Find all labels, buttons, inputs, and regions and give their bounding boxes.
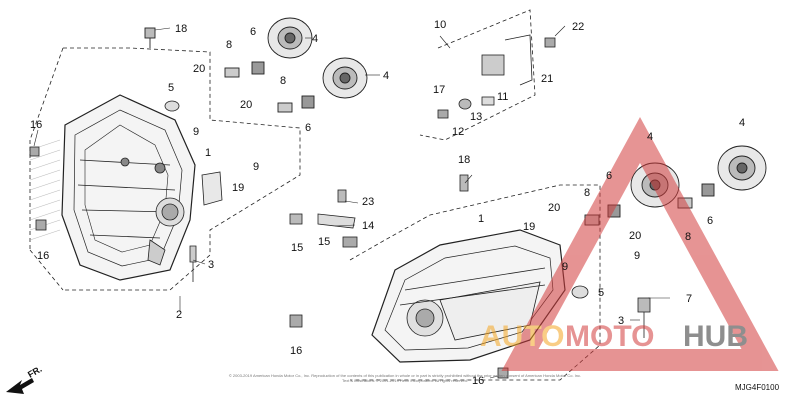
callout: 7 — [686, 293, 692, 305]
callout: 15 — [318, 236, 330, 248]
callout: 2 — [176, 309, 182, 321]
callout: 4 — [739, 117, 745, 129]
callout: 6 — [606, 170, 612, 182]
callouts: 18 20 8 6 4 4 5 9 20 8 6 16 1 19 9 15 16… — [30, 19, 745, 387]
front-arrow-icon — [6, 378, 34, 394]
callout: 19 — [523, 221, 535, 233]
callout: 18 — [458, 154, 470, 166]
leader-lines — [33, 25, 670, 379]
callout: 14 — [362, 220, 374, 232]
callout: 5 — [168, 82, 174, 94]
bulbs-left — [144, 17, 368, 113]
front-direction-indicator: FR. — [6, 364, 44, 394]
callout: 9 — [562, 261, 568, 273]
callout: 18 — [175, 23, 187, 35]
watermark-word-b: MOTO — [565, 320, 654, 353]
callout: 13 — [470, 111, 482, 123]
callout: 23 — [362, 196, 374, 208]
watermark-word-c: HUB — [683, 320, 748, 353]
diagram-code: MJG4F0100 — [735, 383, 780, 392]
callout: 11 — [497, 91, 508, 103]
callout: 6 — [707, 215, 713, 227]
callout: 8 — [685, 231, 691, 243]
callout: 6 — [250, 26, 256, 38]
callout: 21 — [541, 73, 553, 85]
callout: 8 — [280, 75, 286, 87]
callout: 9 — [253, 161, 259, 173]
callout: 20 — [548, 202, 560, 214]
right-assembly — [289, 174, 651, 381]
callout: 20 — [193, 63, 205, 75]
callout: 4 — [647, 131, 653, 143]
callout: 22 — [572, 21, 584, 33]
callout: 9 — [634, 250, 640, 262]
callout: 10 — [434, 19, 446, 31]
callout: 6 — [305, 122, 311, 134]
callout: 1 — [205, 147, 211, 159]
callout: 3 — [618, 315, 624, 327]
front-label: FR. — [26, 364, 44, 380]
callout: 8 — [584, 187, 590, 199]
left-assembly — [29, 47, 303, 291]
callout: 17 — [433, 84, 445, 96]
callout: 19 — [232, 182, 244, 194]
callout: 1 — [478, 213, 484, 225]
callout: 9 — [193, 126, 199, 138]
callout: 3 — [208, 259, 214, 271]
watermark-word-a: AUTO — [480, 320, 564, 353]
callout: 15 — [291, 242, 303, 254]
callout: 16 — [37, 250, 49, 262]
copyright-notice: © 2003-2019 American Honda Motor Co., In… — [228, 373, 582, 383]
callout: 16 — [290, 345, 302, 357]
watermark: AUTO MOTO HUB — [480, 117, 779, 371]
callout: 4 — [312, 33, 318, 45]
callout: 20 — [240, 99, 252, 111]
callout: 16 — [30, 119, 42, 131]
wiring-sub-assembly — [419, 9, 556, 141]
callout: 8 — [226, 39, 232, 51]
callout: 5 — [598, 287, 604, 299]
callout: 4 — [383, 70, 389, 82]
watermark-triangle — [501, 117, 779, 371]
callout: 12 — [452, 126, 464, 138]
callout: 16 — [472, 375, 484, 387]
callout: 20 — [629, 230, 641, 242]
